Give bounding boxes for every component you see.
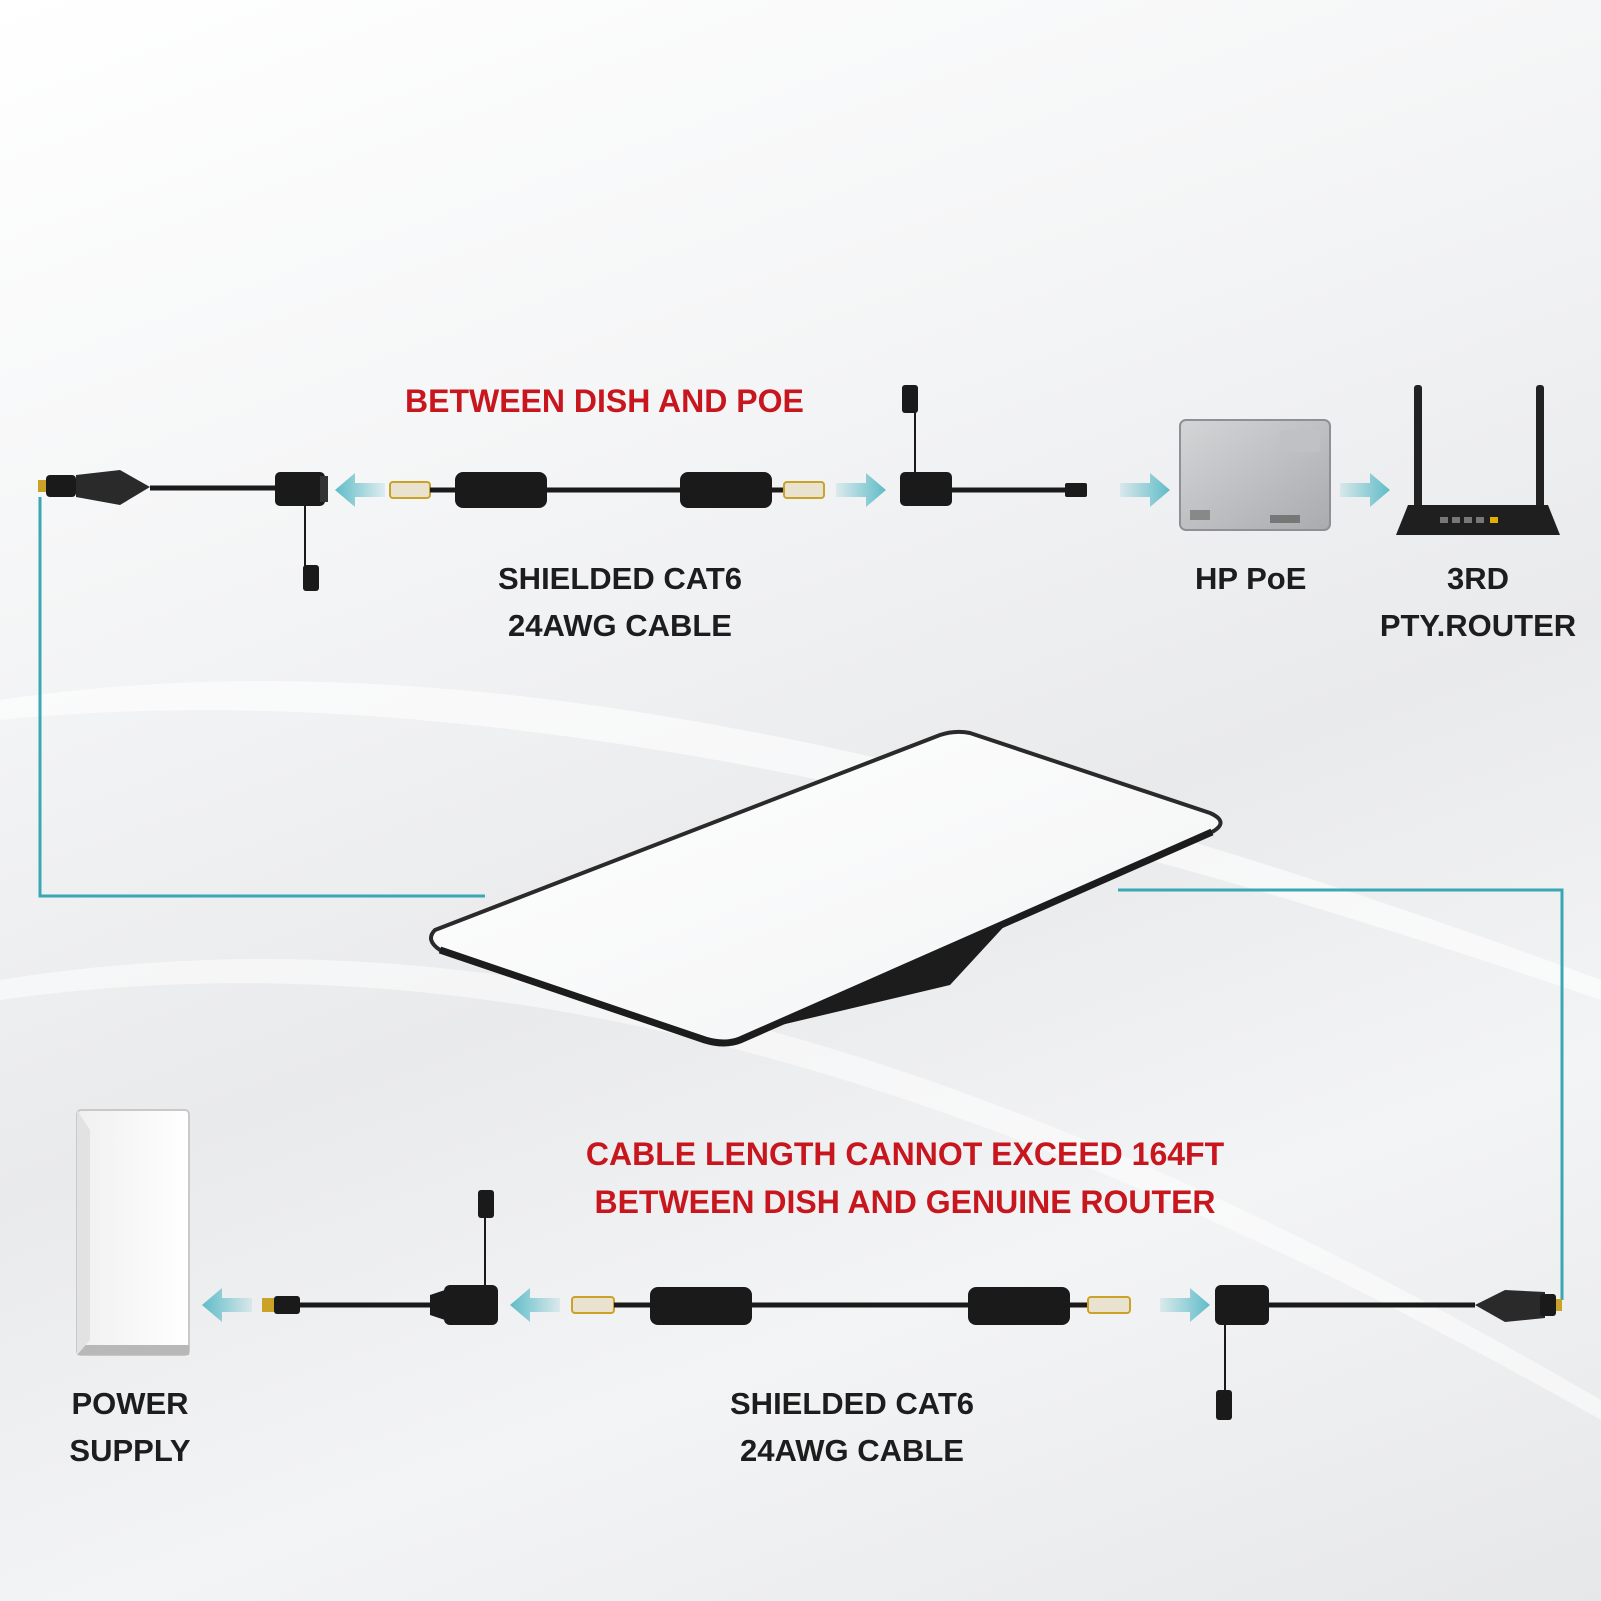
cable-joint xyxy=(650,1287,752,1325)
router-label: 3RD PTY.ROUTER xyxy=(1379,561,1577,643)
flow-arrow-icon xyxy=(1160,1288,1210,1322)
flow-arrow-icon xyxy=(335,473,385,507)
flow-arrow-icon xyxy=(202,1288,252,1322)
poe-label: HP PoE xyxy=(1195,561,1307,596)
router-icon xyxy=(1396,385,1560,535)
rj45-connector-icon xyxy=(571,1296,615,1314)
bottom-note: CABLE LENGTH CANNOT EXCEED 164FT BETWEEN… xyxy=(585,1136,1225,1220)
flow-arrow-icon xyxy=(836,473,886,507)
cable-joint xyxy=(680,472,772,508)
rj45-coupler-icon xyxy=(275,472,328,591)
rj45-connector-icon xyxy=(38,470,150,505)
flow-arrow-icon xyxy=(1340,473,1390,507)
top-cable-label: SHIELDED CAT6 24AWG CABLE xyxy=(498,561,743,643)
cable-joint xyxy=(455,472,547,508)
background-swoosh xyxy=(0,958,1601,1420)
rj45-coupler-icon xyxy=(430,1190,498,1325)
rj45-connector-icon xyxy=(1475,1290,1562,1322)
flow-arrow-icon xyxy=(1120,473,1170,507)
top-note: BETWEEN DISH AND POE xyxy=(405,383,804,419)
flow-arrow-icon xyxy=(510,1288,560,1322)
background-swoosh xyxy=(0,681,1601,1000)
bottom-cable-label: SHIELDED CAT6 24AWG CABLE xyxy=(730,1386,975,1468)
teal-guide-line-left xyxy=(38,497,485,898)
teal-guide-line-right xyxy=(1118,888,1564,1300)
rj45-coupler-icon xyxy=(1215,1285,1269,1420)
poe-injector-icon xyxy=(1179,419,1331,531)
power-supply-icon xyxy=(76,1109,190,1356)
rj45-connector-icon xyxy=(1087,1296,1131,1314)
satellite-dish-icon xyxy=(429,729,1223,1047)
rj45-connector-icon xyxy=(1065,483,1087,497)
cable-joint xyxy=(968,1287,1070,1325)
rj45-connector-icon xyxy=(389,481,431,499)
power-supply-label: POWER SUPPLY xyxy=(69,1386,191,1468)
rj45-coupler-icon xyxy=(900,385,952,506)
rj45-connector-icon xyxy=(262,1296,300,1314)
rj45-connector-icon xyxy=(783,481,825,499)
